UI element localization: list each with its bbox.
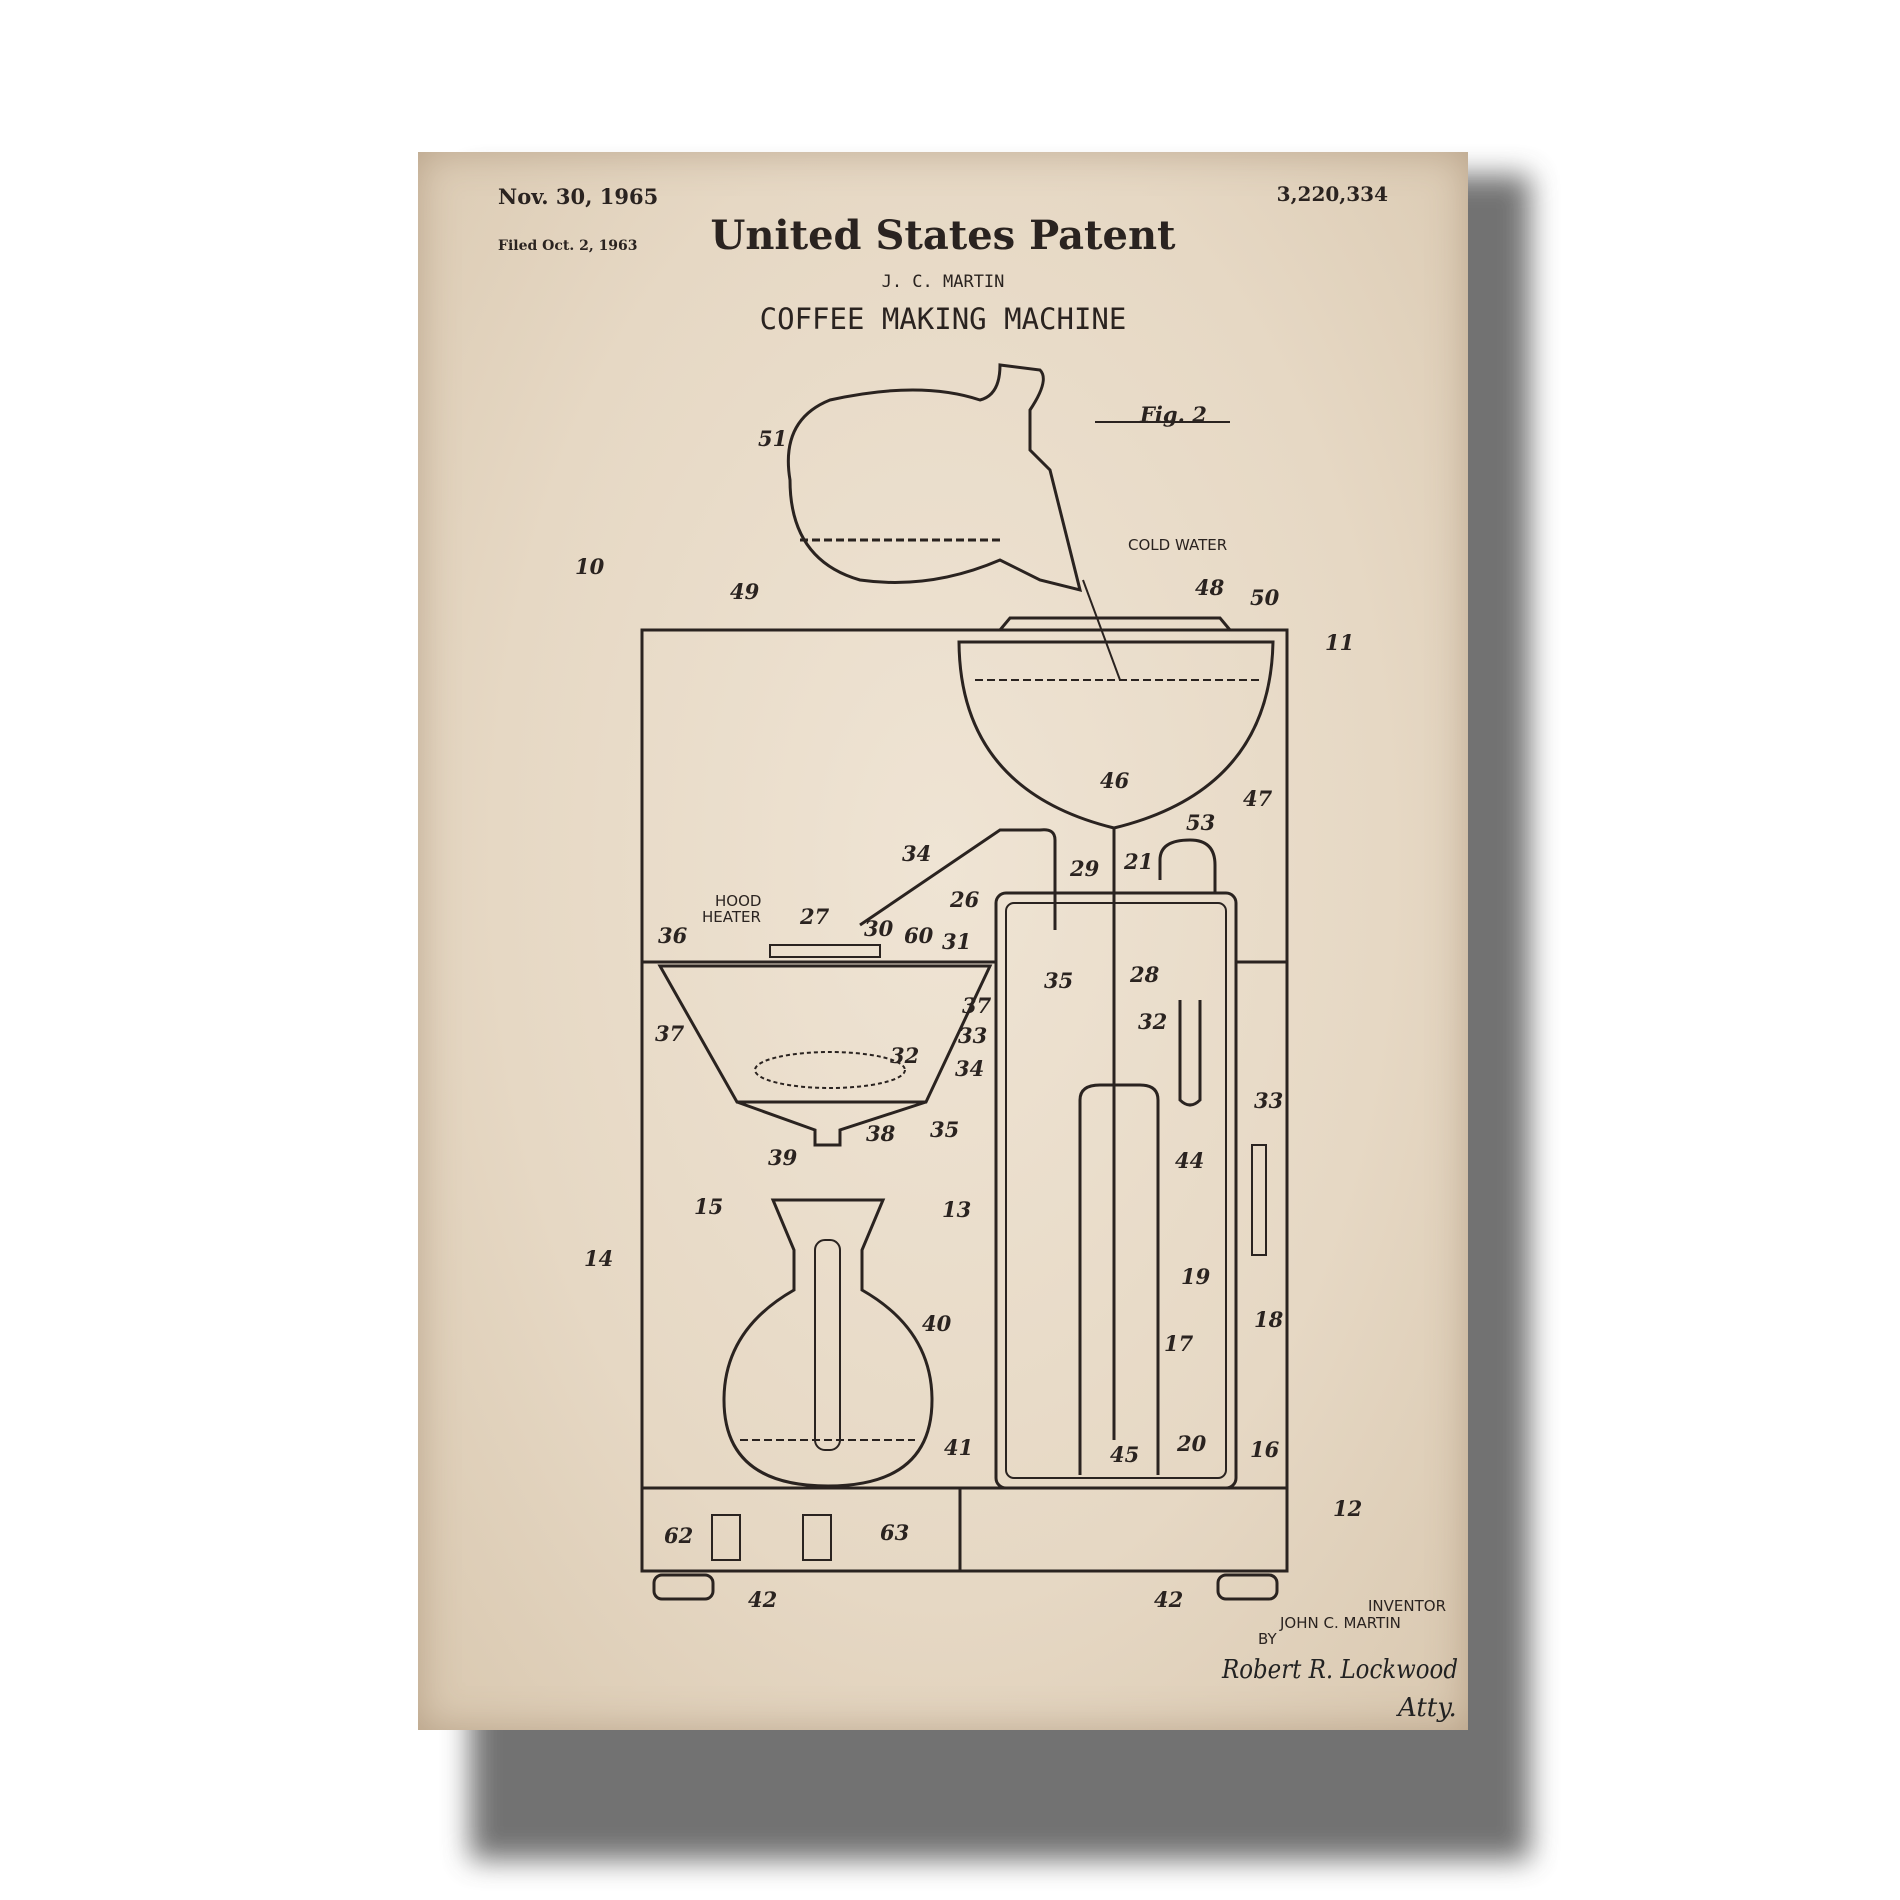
spray-head	[770, 945, 880, 957]
ref-46: 46	[1100, 768, 1130, 793]
ref-35: 35	[930, 1117, 959, 1142]
ref-62: 62	[664, 1523, 693, 1548]
ref-51: 51	[758, 426, 787, 451]
pitcher	[788, 365, 1080, 590]
ref-19: 19	[1181, 1264, 1211, 1289]
ref-35: 35	[1044, 968, 1073, 993]
ref-39: 39	[768, 1145, 798, 1170]
carafe	[724, 1200, 932, 1486]
ref-10: 10	[575, 554, 605, 579]
ref-34: 34	[902, 841, 931, 866]
water-tank	[996, 893, 1236, 1488]
power-switch	[712, 1515, 740, 1560]
ref-38: 38	[866, 1121, 896, 1146]
ref-31: 31	[942, 929, 971, 954]
foot-right	[1218, 1575, 1277, 1599]
ref-30: 30	[864, 916, 894, 941]
by-caption: BY	[1258, 1630, 1277, 1648]
ref-18: 18	[1254, 1307, 1284, 1332]
ref-11: 11	[1325, 630, 1354, 655]
ref-12: 12	[1333, 1496, 1362, 1521]
ref-33: 33	[958, 1023, 987, 1048]
inventor-caption: INVENTOR	[1368, 1597, 1446, 1615]
ref-17: 17	[1164, 1331, 1194, 1356]
ref-41: 41	[944, 1435, 973, 1460]
ref-28: 28	[1129, 962, 1160, 987]
ref-13: 13	[942, 1197, 971, 1222]
ref-21: 21	[1123, 849, 1153, 874]
ref-20: 20	[1176, 1431, 1207, 1456]
heater-element	[1080, 1085, 1158, 1475]
foot-left	[654, 1575, 713, 1599]
ref-34: 34	[955, 1056, 984, 1081]
warmer-switch	[803, 1515, 831, 1560]
ref-14: 14	[584, 1246, 613, 1271]
ref-33: 33	[1254, 1088, 1283, 1113]
ref-50: 50	[1250, 585, 1280, 610]
ref-29: 29	[1069, 856, 1100, 881]
ref-36: 36	[658, 923, 688, 948]
ref-42: 42	[1154, 1587, 1183, 1612]
ref-47: 47	[1243, 786, 1273, 811]
ref-37: 37	[655, 1021, 685, 1046]
reference-numerals: 51 10 49 48 50 11 46 47 53 34 29 21 26 2…	[575, 426, 1362, 1612]
attorney-signature: Robert R. Lockwood	[1221, 1655, 1458, 1685]
ref-42: 42	[748, 1587, 777, 1612]
ref-63: 63	[880, 1520, 909, 1545]
ref-40: 40	[922, 1311, 952, 1336]
filter-basket	[660, 966, 990, 1102]
riser-tube	[860, 830, 1055, 930]
figure-label: Fig. 2	[1139, 402, 1207, 427]
ref-16: 16	[1250, 1437, 1280, 1462]
atty-caption: Atty.	[1396, 1693, 1457, 1723]
ref-37: 37	[962, 993, 992, 1018]
ref-48: 48	[1195, 575, 1225, 600]
ref-53: 53	[1186, 810, 1215, 835]
ref-45: 45	[1110, 1442, 1139, 1467]
ref-49: 49	[730, 579, 760, 604]
heater-caption: HEATER	[702, 908, 761, 926]
ref-27: 27	[799, 904, 830, 929]
cold-water-caption: COLD WATER	[1128, 536, 1227, 554]
ref-32: 32	[890, 1043, 919, 1068]
ref-15: 15	[694, 1194, 723, 1219]
ref-44: 44	[1175, 1148, 1204, 1173]
ref-32: 32	[1138, 1009, 1167, 1034]
ref-26: 26	[949, 887, 980, 912]
ref-60: 60	[904, 923, 934, 948]
inventor-name: JOHN C. MARTIN	[1279, 1614, 1401, 1632]
